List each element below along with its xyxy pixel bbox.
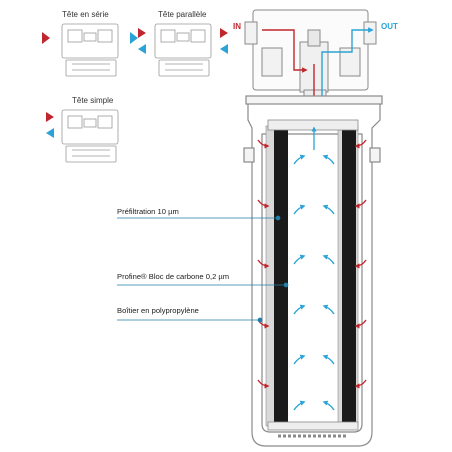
bottom-cap [268, 422, 358, 430]
carbon-block-left [274, 128, 288, 424]
teal-dot-icon [276, 216, 280, 220]
red-arrow-icon [220, 28, 228, 38]
head-series-thumbnail [62, 24, 118, 76]
red-arrow-icon [46, 112, 54, 122]
blue-arrow-icon [138, 44, 146, 54]
teal-dot-icon [284, 283, 288, 287]
top-cap [268, 120, 358, 130]
blue-arrow-icon [46, 128, 54, 138]
red-arrow-icon [42, 32, 50, 44]
blue-arrow-icon [130, 32, 138, 44]
filter-housing [244, 96, 382, 446]
carbon-block-right [342, 128, 356, 424]
red-arrow-icon [138, 28, 146, 38]
head-simple-thumbnail [62, 110, 118, 162]
blue-arrow-icon [220, 44, 228, 54]
teal-dot-icon [258, 318, 262, 322]
head-parallel-thumbnail [155, 24, 211, 76]
